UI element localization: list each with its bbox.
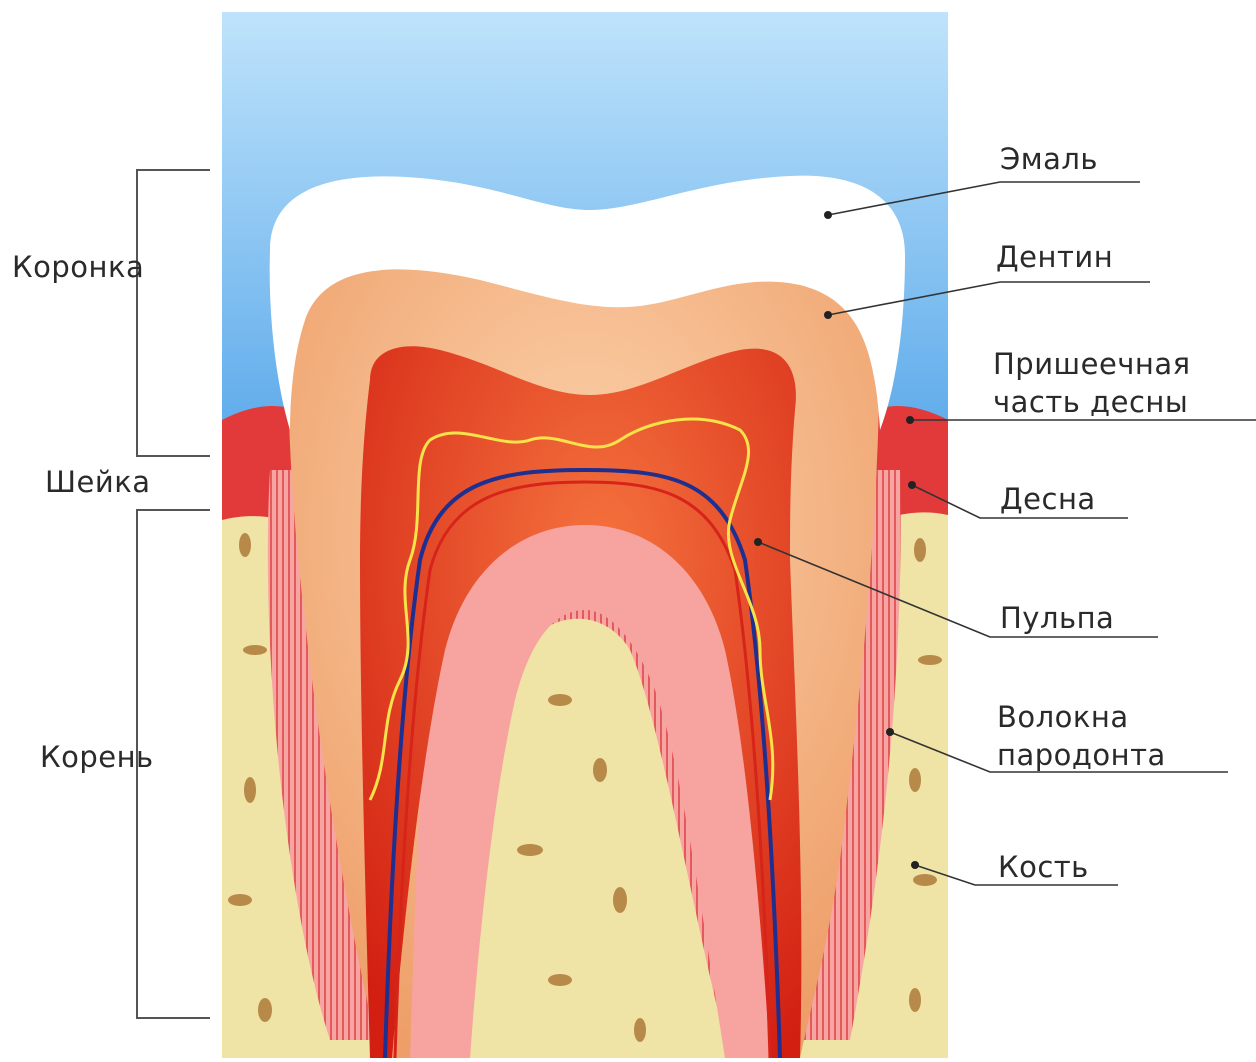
label-bone: Кость [998,848,1089,886]
label-gum: Десна [1000,480,1096,518]
label-root: Корень [40,738,154,776]
label-crown: Коронка [12,248,144,286]
label-dentin: Дентин [996,238,1113,276]
label-enamel: Эмаль [1000,140,1098,178]
label-pulp: Пульпа [1000,599,1114,637]
label-periodontal-fibers: Волокна пародонта [997,698,1166,774]
bracket-crown [137,170,210,456]
label-neck: Шейка [45,463,151,501]
label-gum-cervical: Пришеечная часть десны [993,345,1191,421]
